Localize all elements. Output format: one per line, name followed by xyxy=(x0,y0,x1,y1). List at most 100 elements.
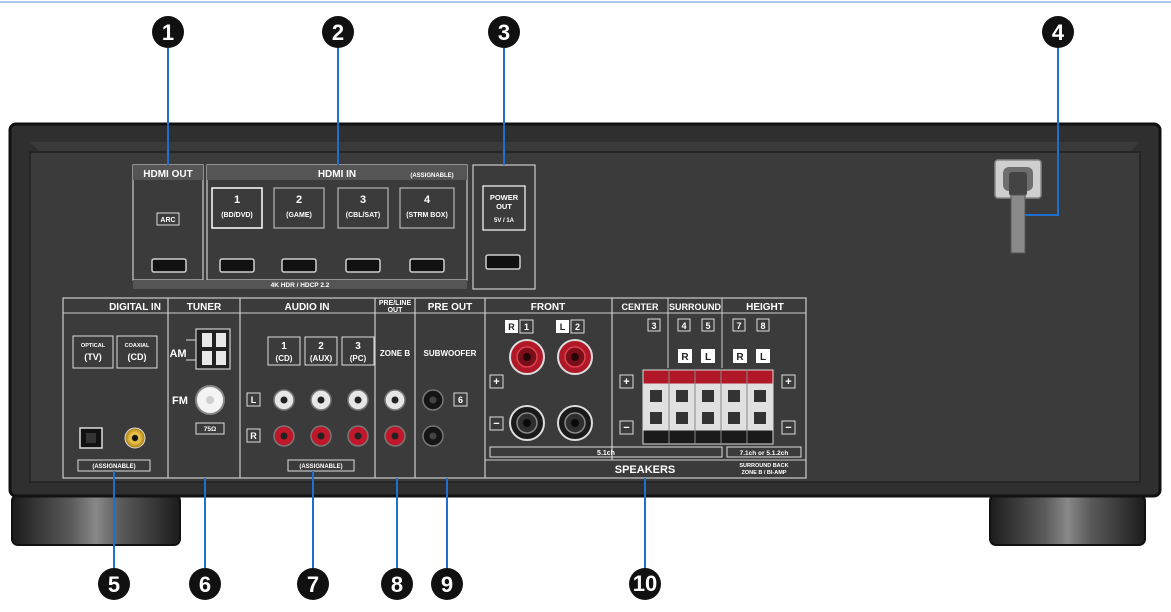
surround-number-5: 5 xyxy=(705,321,710,331)
pre-out-title: PRE OUT xyxy=(428,302,472,313)
usb-power-port xyxy=(485,254,521,270)
center-title: CENTER xyxy=(621,302,659,312)
hdmi-in-2-name: (GAME) xyxy=(286,212,312,219)
audio-in-1-right-jack xyxy=(273,425,295,447)
audio-in-3-name: (PC) xyxy=(350,354,367,363)
hdmi-in-2-number: 2 xyxy=(296,194,302,206)
front-speakers-section: FRONT R 1 L 2 + − xyxy=(489,302,593,441)
coaxial-label: COAXIAL xyxy=(125,343,150,349)
audio-in-2-name: (AUX) xyxy=(310,354,333,363)
callout-5: 5 xyxy=(98,568,130,600)
subwoofer-label: SUBWOOFER xyxy=(424,349,477,358)
audio-in-1-name: (CD) xyxy=(276,354,293,363)
power-cord xyxy=(994,159,1042,254)
hdmi-out-title: HDMI OUT xyxy=(143,169,192,180)
hdmi-in-3-port xyxy=(345,258,381,273)
front-r-number: 1 xyxy=(524,322,529,332)
callout-10: 10 xyxy=(629,568,661,600)
lower-sections-frame xyxy=(62,297,807,479)
svg-text:4: 4 xyxy=(1052,20,1065,45)
surround-back-label: SURROUND BACK xyxy=(739,463,788,469)
svg-text:7: 7 xyxy=(307,572,319,597)
callout-leader-lines xyxy=(113,48,1059,568)
right-foot xyxy=(989,494,1146,546)
subwoofer-jack-1 xyxy=(422,389,444,411)
height-r-label: R xyxy=(736,352,744,363)
optical-name: (TV) xyxy=(84,352,102,362)
fm-label: FM xyxy=(172,395,188,407)
height-l-label: L xyxy=(760,352,766,363)
svg-text:9: 9 xyxy=(441,572,453,597)
height-minus-label: − xyxy=(785,422,791,434)
config-51-label: 5.1ch xyxy=(597,450,615,457)
audio-in-section: AUDIO IN 1 (CD) 2 (AUX) 3 (PC) L R (ASSI… xyxy=(246,302,375,472)
audio-right-label: R xyxy=(250,431,257,441)
surround-title: SURROUND xyxy=(669,302,722,312)
digital-in-title: DIGITAL IN xyxy=(109,302,161,313)
multichannel-speakers-section: CENTER SURROUND HEIGHT 3 4 5 7 8 R L R L… xyxy=(489,302,802,476)
arc-label: ARC xyxy=(160,217,175,224)
power-out-rating: 5V / 1A xyxy=(494,218,515,224)
center-number: 3 xyxy=(651,321,656,331)
hdmi-in-3-name: (CBL/SAT) xyxy=(346,212,380,219)
callout-3: 3 xyxy=(488,16,520,48)
callout-7: 7 xyxy=(297,568,329,600)
front-r-label: R xyxy=(508,322,515,332)
am-label: AM xyxy=(169,348,186,360)
zone-b-right-jack xyxy=(384,425,406,447)
hdmi-in-title: HDMI IN xyxy=(318,169,356,180)
surround-l-label: L xyxy=(705,352,711,363)
svg-text:5: 5 xyxy=(108,572,120,597)
callout-6: 6 xyxy=(189,568,221,600)
audio-in-assignable: (ASSIGNABLE) xyxy=(299,464,342,470)
front-title: FRONT xyxy=(531,302,565,313)
optical-label: OPTICAL xyxy=(81,343,106,349)
audio-in-2-number: 2 xyxy=(318,341,324,352)
audio-in-1-left-jack xyxy=(273,389,295,411)
chassis-bevel-top xyxy=(30,142,1140,152)
audio-in-title: AUDIO IN xyxy=(285,302,330,313)
hdmi-out-section: HDMI OUT ARC xyxy=(132,164,204,281)
audio-in-3-left-jack xyxy=(347,389,369,411)
front-right-negative-terminal xyxy=(509,405,545,441)
callout-8: 8 xyxy=(381,568,413,600)
surround-number-4: 4 xyxy=(681,321,686,331)
front-plus-label: + xyxy=(493,376,499,388)
callout-4: 4 xyxy=(1042,16,1074,48)
audio-left-label: L xyxy=(251,395,257,405)
digital-in-assignable: (ASSIGNABLE) xyxy=(92,464,135,470)
front-minus-label: − xyxy=(493,418,499,430)
power-out-line1: POWER xyxy=(490,193,519,202)
hdmi-in-1-port xyxy=(219,258,255,273)
svg-text:6: 6 xyxy=(199,572,211,597)
subwoofer-channel-number: 6 xyxy=(458,395,463,405)
speakers-label: SPEAKERS xyxy=(615,464,676,476)
front-l-number: 2 xyxy=(575,322,580,332)
hdmi-out-port xyxy=(151,258,187,273)
config-71-label: 7.1ch or 5.1.2ch xyxy=(740,450,789,457)
svg-text:2: 2 xyxy=(332,20,344,45)
callout-2: 2 xyxy=(322,16,354,48)
hdmi-footer-bar xyxy=(133,280,467,289)
hdmi-in-assignable: (ASSIGNABLE) xyxy=(410,173,453,179)
hdmi-in-1-name: (BD/DVD) xyxy=(221,212,253,219)
front-left-negative-terminal xyxy=(557,405,593,441)
front-right-positive-terminal xyxy=(509,339,545,375)
svg-text:1: 1 xyxy=(162,20,174,45)
audio-in-2-right-jack xyxy=(310,425,332,447)
left-foot xyxy=(11,494,181,546)
hdmi-in-4-name: (STRM BOX) xyxy=(406,212,448,219)
height-title: HEIGHT xyxy=(746,302,784,313)
svg-text:8: 8 xyxy=(391,572,403,597)
tuner-title: TUNER xyxy=(187,302,222,313)
coaxial-name: (CD) xyxy=(128,352,147,362)
hdmi-in-3-number: 3 xyxy=(360,194,366,206)
height-number-8: 8 xyxy=(760,321,765,331)
zone-b-label: ZONE B xyxy=(380,349,410,358)
center-minus-label: − xyxy=(623,422,629,434)
front-l-label: L xyxy=(560,322,566,332)
audio-in-2-left-jack xyxy=(310,389,332,411)
height-number-7: 7 xyxy=(736,321,741,331)
audio-in-3-right-jack xyxy=(347,425,369,447)
